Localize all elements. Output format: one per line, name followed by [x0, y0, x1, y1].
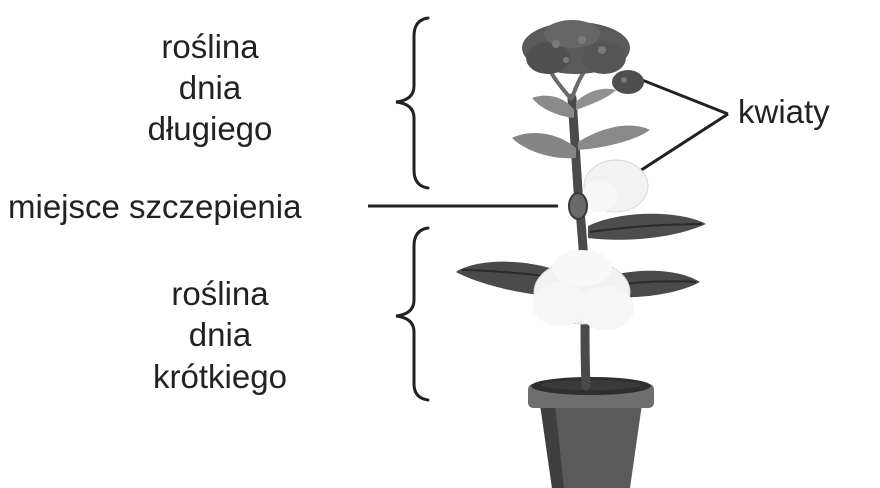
long-day-plant-line2: dnia	[179, 69, 242, 106]
long-day-plant-line1: roślina	[161, 28, 259, 65]
short-day-plant-label: roślina dnia krótkiego	[153, 275, 287, 395]
flowers-label: kwiaty	[738, 93, 830, 130]
plant-illustration	[456, 20, 706, 488]
short-day-plant-line1: roślina	[171, 275, 269, 312]
long-day-plant-label: roślina dnia długiego	[148, 28, 273, 147]
lower-white-flowers	[532, 159, 649, 330]
flowers-pointer-line-bottom	[631, 112, 729, 178]
main-stem	[567, 93, 591, 391]
top-dark-flowers	[522, 20, 644, 94]
long-day-plant-line3: długiego	[148, 110, 273, 147]
short-day-plant-line3: krótkiego	[153, 358, 287, 395]
flowers-pointer-line-top	[631, 74, 729, 116]
graft-site-label: miejsce szczepienia	[8, 188, 302, 225]
graft-knot	[568, 192, 588, 220]
short-day-plant-brace	[395, 226, 430, 402]
upper-leaves	[512, 88, 650, 159]
long-day-plant-brace	[395, 16, 430, 190]
short-day-plant-line2: dnia	[189, 316, 252, 353]
flower-pot	[528, 377, 654, 488]
